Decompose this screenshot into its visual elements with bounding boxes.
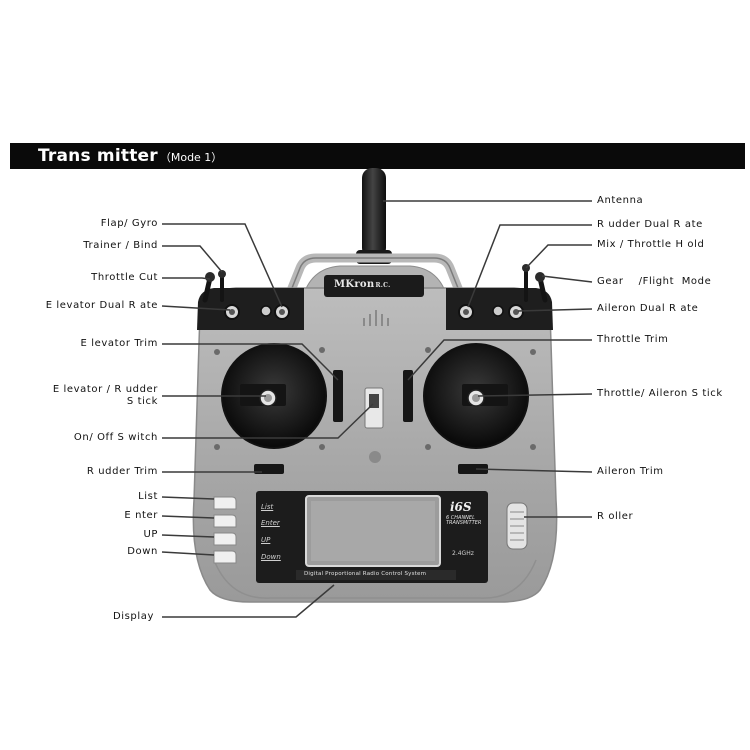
menu-buttons <box>213 496 237 564</box>
speaker-grill <box>363 310 389 326</box>
label-aileron-trim: Aileron Trim <box>597 466 664 477</box>
brand-logo-text: MKronR.C. <box>334 279 391 290</box>
page-title: Trans mitter（Mode 1） <box>38 144 222 168</box>
label-roller: R oller <box>597 511 634 522</box>
leader-up <box>161 534 215 538</box>
title-subtitle: （Mode 1） <box>159 151 223 164</box>
frequency-text: 2.4GHz <box>452 550 474 557</box>
leader-throttle-aileron-stick <box>477 393 593 397</box>
leader-gear-flight-mode <box>541 275 593 283</box>
leader-elevator-trim <box>162 343 339 381</box>
leader-aileron-dual-rate <box>517 308 593 312</box>
bottom-strip-text: Digital Proportional Radio Control Syste… <box>304 571 427 577</box>
leader-down <box>161 551 215 556</box>
right-stick-gimbal <box>423 343 529 449</box>
leader-mix-throttle-hold <box>525 244 592 269</box>
leader-enter <box>161 515 215 519</box>
throttle-trim-lever <box>403 370 413 422</box>
label-flap-gyro: Flap/ Gyro <box>100 218 158 229</box>
screws <box>214 347 536 463</box>
label-aileron-dual-rate: Aileron Dual R ate <box>597 303 699 314</box>
label-throttle-aileron-stick: Throttle/ Aileron S tick <box>597 388 723 399</box>
leader-throttle-trim <box>407 339 592 381</box>
right-toggle-switches <box>458 264 548 320</box>
power-switch <box>364 387 384 429</box>
leader-rudder-dual-rate <box>467 224 592 308</box>
label-elevator-dual-rate: E levator Dual R ate <box>45 300 158 311</box>
model-name: i6S <box>450 500 472 514</box>
leader-flap-gyro <box>162 223 283 308</box>
label-up: UP <box>143 529 158 540</box>
leader-display <box>162 584 335 618</box>
label-throttle-trim: Throttle Trim <box>597 334 669 345</box>
roller-wheel <box>506 502 528 550</box>
leader-trainer-bind <box>162 245 223 273</box>
label-mix-throttle-hold: Mix / Throttle H old <box>597 239 705 250</box>
label-elevator-rudder-stick: E levator / R udder S tick <box>53 384 158 408</box>
display-panel <box>256 491 488 583</box>
label-list: List <box>138 491 158 502</box>
panel-label-up: UP <box>261 536 271 544</box>
carry-handle <box>283 253 467 300</box>
aileron-trim-lever <box>458 464 488 474</box>
antenna <box>356 168 392 264</box>
title-main: Trans mitter <box>38 146 158 166</box>
left-stick-gimbal <box>221 343 327 449</box>
channel-text: 6 CHANNEL TRANSMITTER <box>446 515 482 526</box>
leader-aileron-trim <box>475 468 593 473</box>
label-on-off-switch: On/ Off S witch <box>73 432 158 443</box>
bottom-strip <box>296 570 456 580</box>
left-toggle-switches <box>202 270 290 320</box>
label-trainer-bind: Trainer / Bind <box>83 240 158 251</box>
panel-label-down: Down <box>261 553 281 561</box>
label-gear-flight-mode: Gear /Flight Mode <box>597 276 712 287</box>
elevator-trim-lever <box>333 370 343 422</box>
leader-lines <box>161 200 593 618</box>
label-elevator-rudder-stick-line2: S tick <box>126 396 158 407</box>
label-rudder-dual-rate: R udder Dual R ate <box>597 219 703 230</box>
label-throttle-cut: Throttle Cut <box>91 272 158 283</box>
label-enter: E nter <box>124 510 158 521</box>
label-antenna: Antenna <box>597 195 644 206</box>
label-elevator-trim: E levator Trim <box>80 338 158 349</box>
label-display: Display <box>112 611 154 622</box>
leader-on-off-switch <box>162 403 374 439</box>
label-rudder-trim: R udder Trim <box>86 466 158 477</box>
brand-plate <box>324 275 424 297</box>
leader-elevator-dual-rate <box>161 305 231 311</box>
panel-label-enter: Enter <box>261 519 280 527</box>
label-down: Down <box>127 546 158 557</box>
leader-throttle-cut <box>162 277 211 280</box>
label-elevator-rudder-stick-line1: E levator / R udder <box>52 384 158 395</box>
panel-label-list: List <box>261 503 274 511</box>
leader-list <box>161 496 215 500</box>
header-bar <box>10 143 745 169</box>
